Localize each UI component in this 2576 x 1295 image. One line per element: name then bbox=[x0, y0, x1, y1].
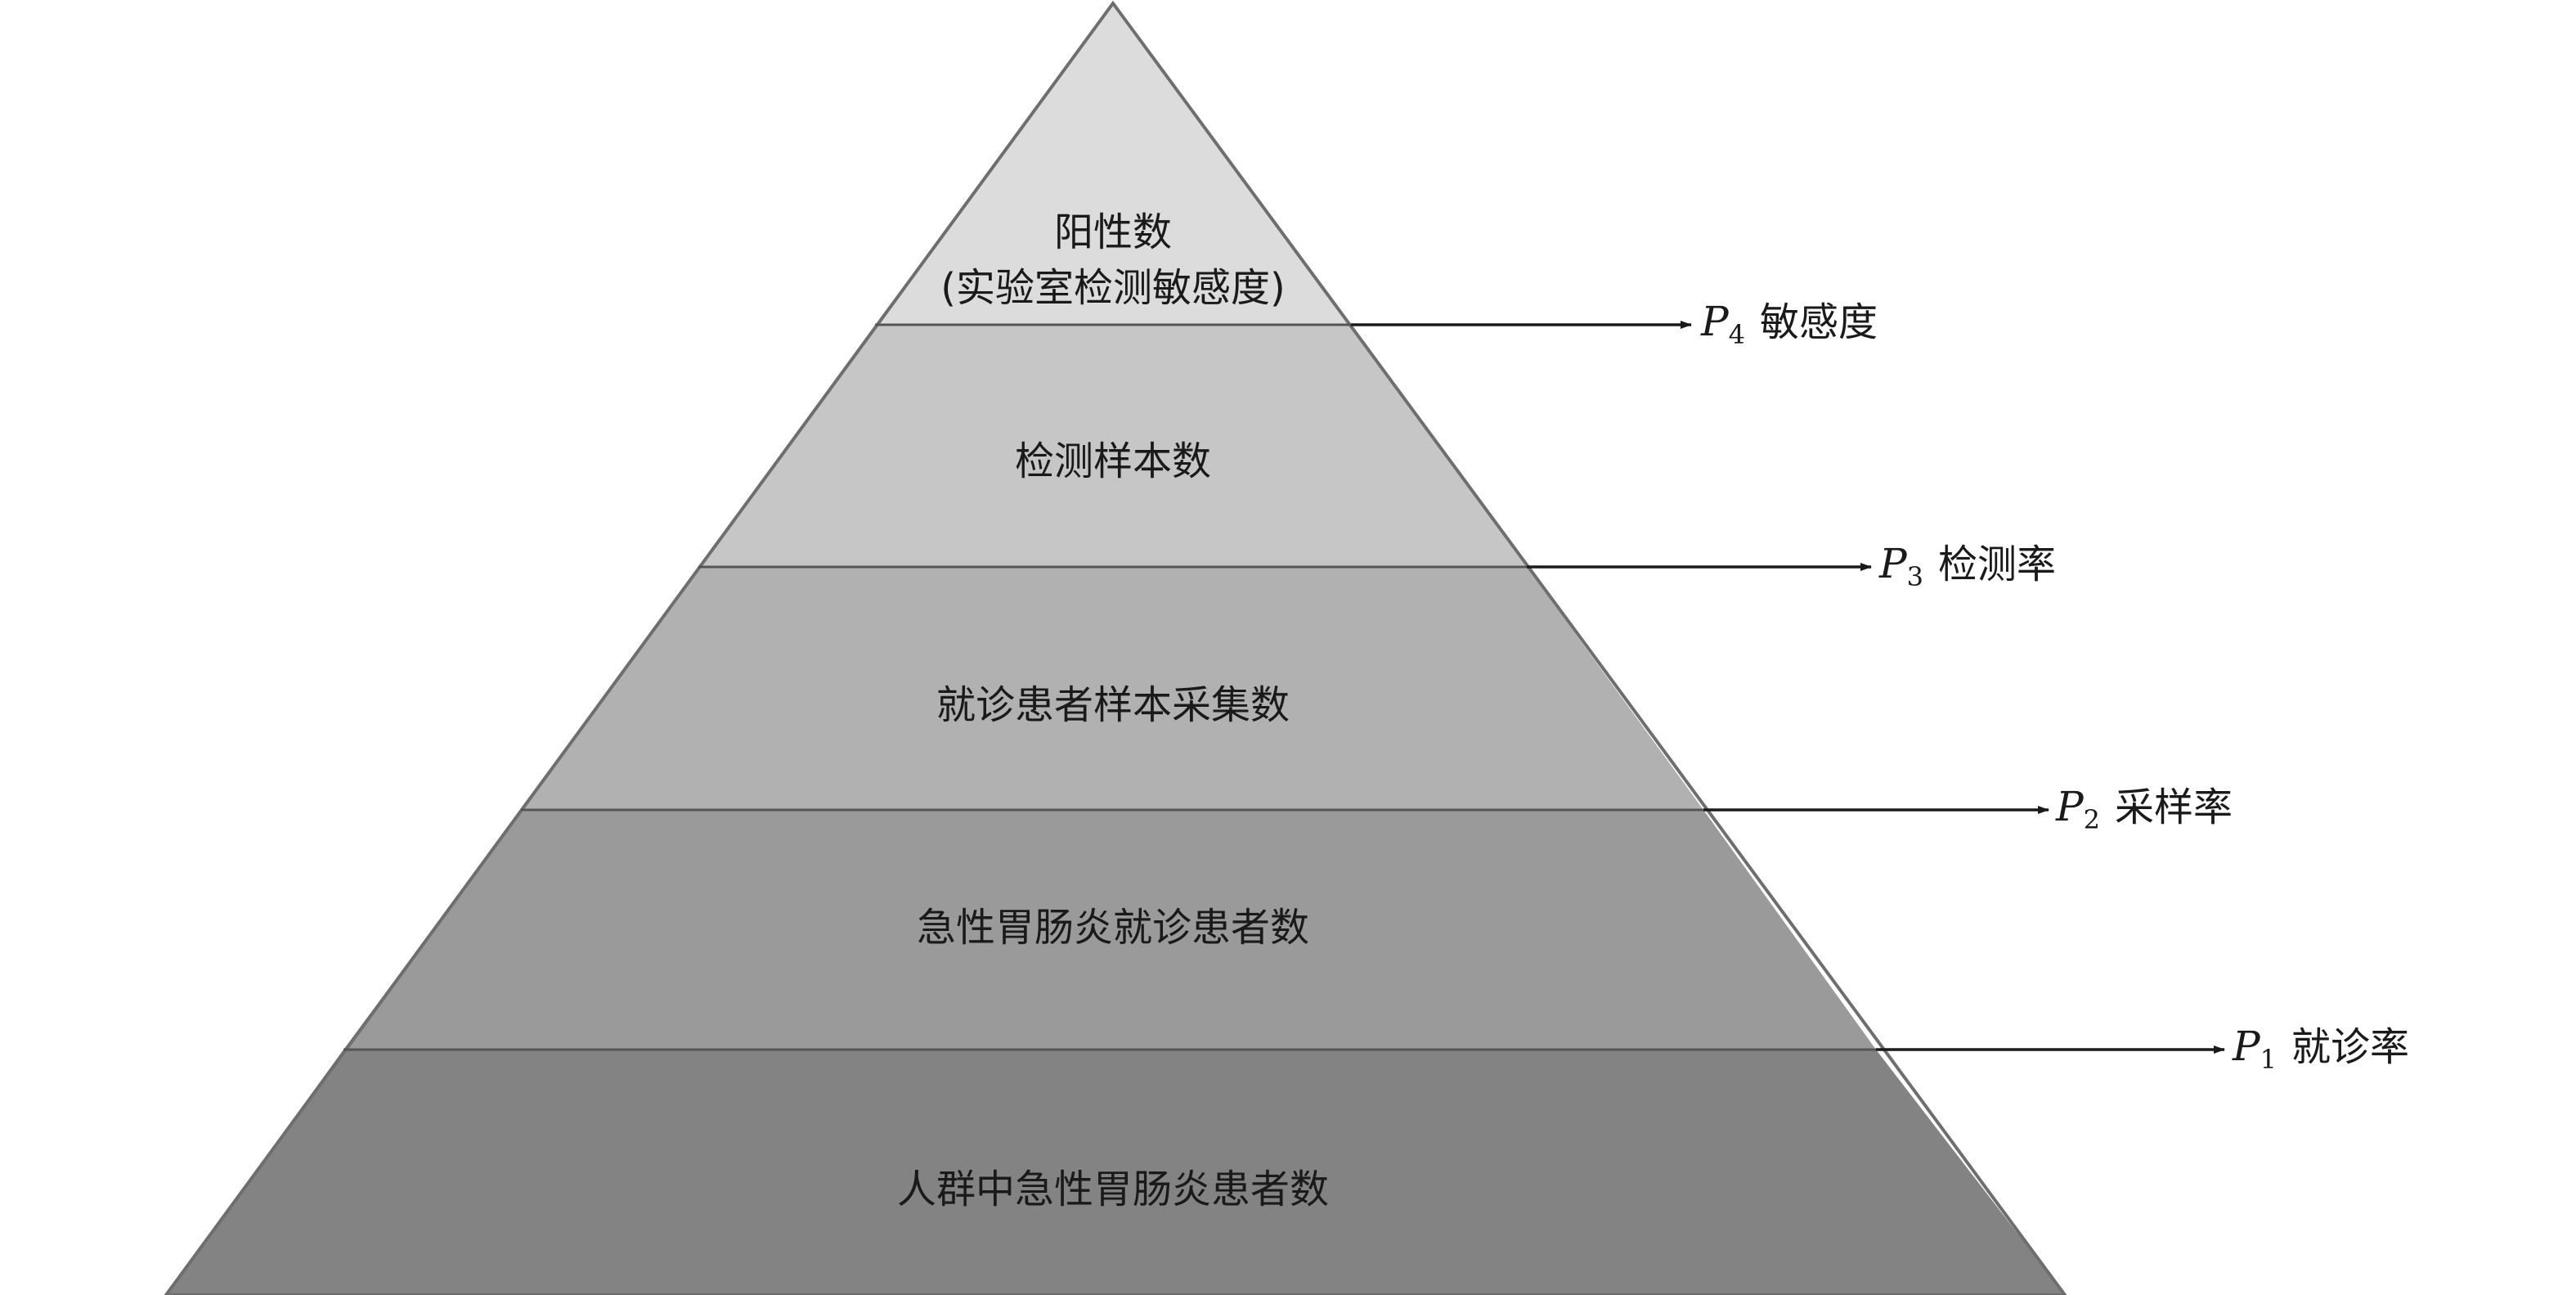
layer-tested-samples bbox=[698, 325, 1527, 567]
arrow-p3-letter: P bbox=[1878, 540, 1908, 587]
arrow-p4-text: 敏感度 bbox=[1760, 299, 1878, 345]
arrow-label-p2: P2 采样率 bbox=[2055, 783, 2233, 835]
arrow-label-p1: P1 就诊率 bbox=[2232, 1023, 2409, 1075]
arrow-p2-text: 采样率 bbox=[2115, 785, 2233, 830]
layer-label-collected: 就诊患者样本采集数 bbox=[936, 682, 1290, 728]
arrow-p2-letter: P bbox=[2055, 783, 2085, 830]
arrow-p1-text: 就诊率 bbox=[2291, 1024, 2409, 1070]
arrow-p1-letter: P bbox=[2232, 1023, 2261, 1070]
layer-label-tested: 检测样本数 bbox=[1015, 438, 1211, 484]
layer-label-visiting: 急性胃肠炎就诊患者数 bbox=[917, 905, 1309, 951]
arrow-p3-text: 检测率 bbox=[1938, 542, 2056, 587]
arrow-p4-subscript: 4 bbox=[1729, 319, 1745, 350]
arrow-p1-subscript: 1 bbox=[2260, 1044, 2277, 1075]
layer-label-positive: 阳性数 bbox=[1054, 209, 1172, 255]
layer-positive-count bbox=[875, 3, 1351, 325]
arrow-p4-letter: P bbox=[1700, 298, 1730, 345]
layer-label-population: 人群中急性胃肠炎患者数 bbox=[897, 1167, 1329, 1212]
arrow-label-p4: P4 敏感度 bbox=[1700, 298, 1878, 350]
layer-visiting-patients bbox=[343, 810, 1876, 1050]
layer-label-positive-sub: (实验室检测敏感度) bbox=[940, 265, 1285, 311]
pyramid-outline bbox=[164, 0, 2067, 1295]
arrow-p2-subscript: 2 bbox=[2084, 804, 2100, 835]
layer-collected-samples bbox=[521, 567, 1703, 810]
arrow-p3-subscript: 3 bbox=[1907, 561, 1923, 592]
arrow-label-p3: P3 检测率 bbox=[1878, 540, 2056, 592]
layer-population-patients bbox=[166, 1050, 2065, 1295]
